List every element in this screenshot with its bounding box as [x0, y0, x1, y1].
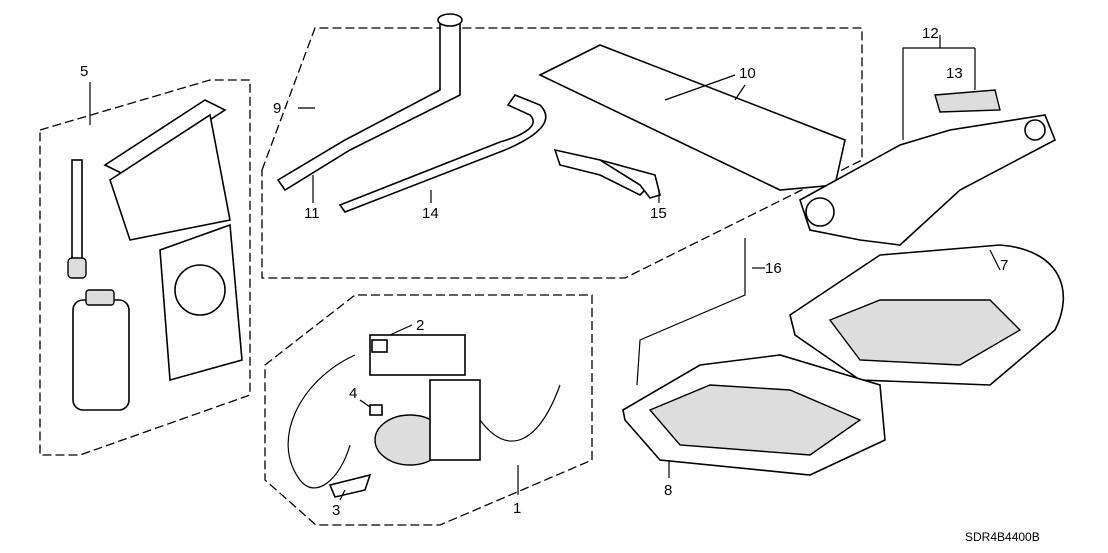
callout-4: 4: [349, 385, 357, 402]
tray-8: [622, 354, 886, 478]
jack-assembly: [799, 35, 1057, 246]
callout-16: 16: [765, 260, 782, 277]
callout-12: 12: [922, 25, 939, 42]
diagram-code: SDR4B4400B: [965, 530, 1040, 544]
callout-5: 5: [80, 63, 88, 80]
callout-10: 10: [739, 65, 756, 82]
callout-11: 11: [304, 205, 320, 222]
group-5-kit: [39, 79, 251, 456]
callout-9: 9: [273, 100, 281, 117]
callout-8: 8: [664, 482, 672, 499]
group-9-tools: [261, 13, 863, 279]
callout-1: 1: [513, 500, 521, 517]
group-1-compressor: [264, 294, 593, 526]
callout-2: 2: [416, 317, 424, 334]
rod-16: [636, 238, 765, 386]
callout-14: 14: [422, 205, 439, 222]
callout-15: 15: [650, 205, 667, 222]
callout-13: 13: [946, 65, 963, 82]
tray-cover-7: [789, 244, 1065, 386]
callout-7: 7: [1000, 257, 1008, 274]
callout-3: 3: [332, 502, 340, 519]
